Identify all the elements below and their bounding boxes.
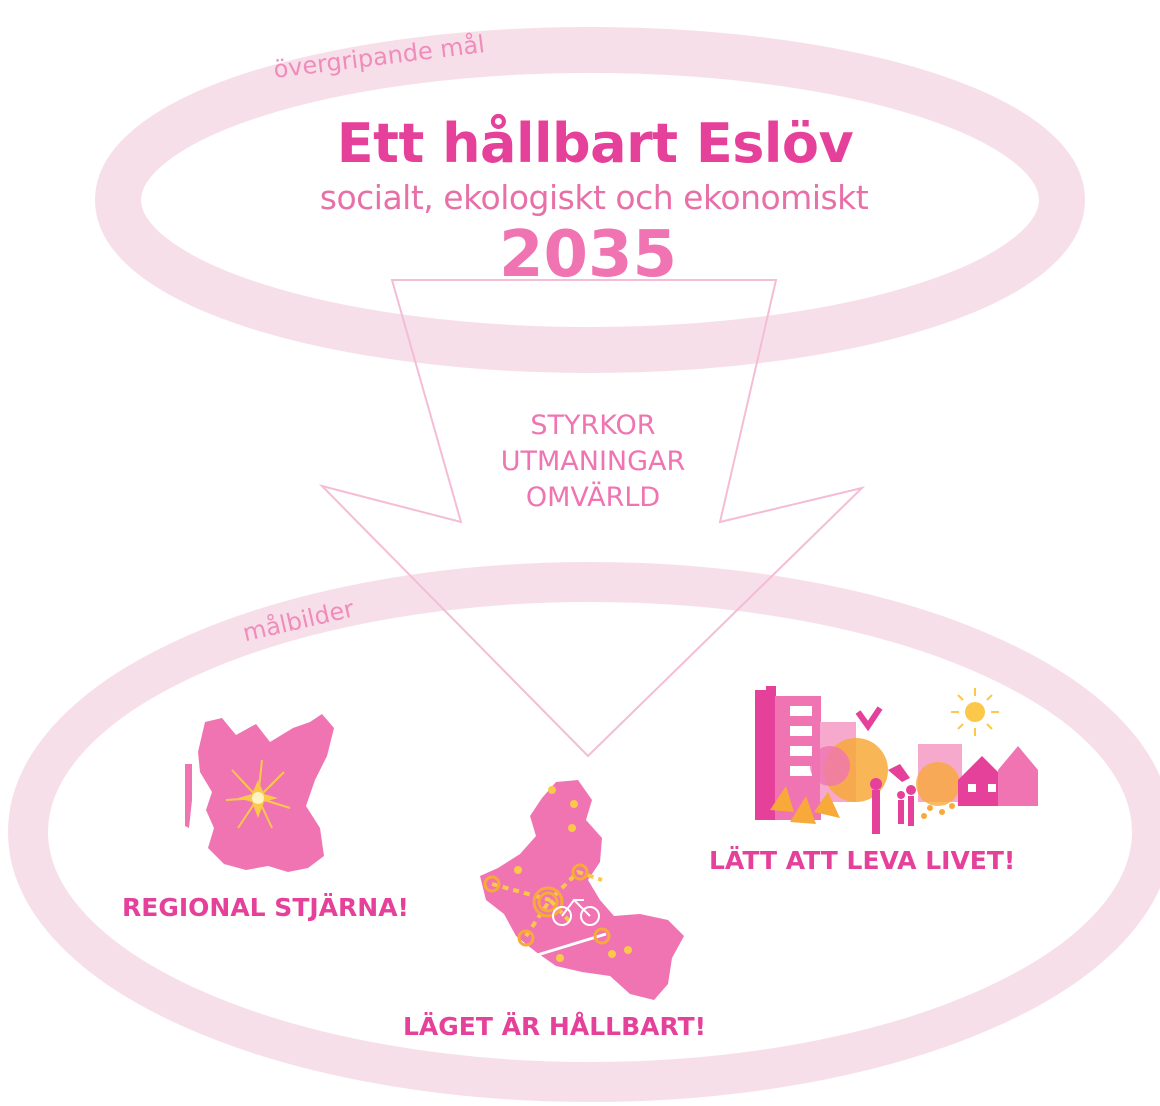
vision-ring [8, 562, 1160, 1102]
flow-item: STYRKOR [530, 410, 656, 441]
flow-item: OMVÄRLD [525, 482, 661, 513]
skane-map-icon [185, 714, 334, 872]
eslov-map-icon [480, 780, 684, 1000]
town-life-icon [755, 686, 1038, 834]
vision-label-regional-star: REGIONAL STJÄRNA! [122, 893, 409, 922]
goal-year: 2035 [498, 218, 678, 292]
flow-list: STYRKOR UTMANINGAR OMVÄRLD [440, 408, 746, 516]
goal-ring [95, 27, 1085, 373]
flow-item: UTMANINGAR [500, 446, 686, 477]
vision-label-sustainable-location: LÄGET ÄR HÅLLBART! [403, 1012, 707, 1041]
funnel-arrow [318, 279, 866, 758]
goal-subtitle: socialt, ekologiskt och ekonomiskt [319, 178, 869, 217]
vision-label-easy-living: LÄTT ATT LEVA LIVET! [709, 846, 1016, 875]
goal-title: Ett hållbart Eslöv [336, 112, 854, 175]
